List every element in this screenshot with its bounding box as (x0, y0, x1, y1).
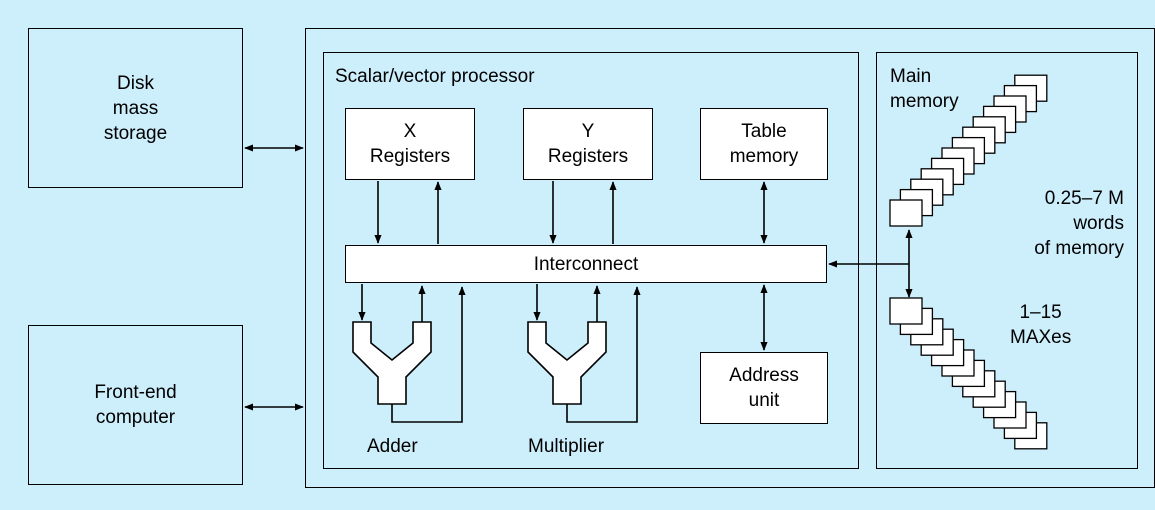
memory-stack-upper (889, 74, 1048, 227)
maxes-count-label: 1–15 MAXes (1010, 302, 1072, 348)
memory-stack-lower (889, 297, 1048, 450)
adder-alu-shape (352, 321, 432, 405)
memory-module (889, 297, 923, 325)
front-end-computer-label: Front-end computer (94, 382, 177, 428)
scalar-vector-processor-label: Scalar/vector processor (335, 66, 535, 87)
x-registers-box (345, 108, 475, 180)
multiplier-alu-shape (527, 321, 607, 405)
y-registers-label: Y Registers (547, 121, 629, 167)
memory-words-label: 0.25–7 M words of memory (1034, 188, 1124, 259)
interconnect-bar (345, 245, 827, 283)
x-registers-label: X Registers (369, 121, 451, 167)
multiplier-feedback-line (566, 286, 641, 423)
adder-feedback-line (391, 286, 466, 423)
scalar-vector-processor-box (323, 52, 859, 469)
multiplier-label: Multiplier (528, 436, 605, 457)
main-memory-label: Main memory (890, 66, 959, 112)
front-end-computer-box (28, 325, 243, 485)
address-unit-label: Address unit (729, 365, 799, 411)
table-memory-label: Table memory (729, 121, 799, 167)
memory-module (889, 199, 923, 227)
disk-mass-storage-label: Disk mass storage (103, 72, 168, 144)
main-memory-box (876, 52, 1138, 469)
table-memory-box (700, 108, 828, 180)
address-unit-box (700, 352, 828, 424)
disk-mass-storage-box (28, 28, 243, 188)
interconnect-label: Interconnect (533, 253, 639, 275)
y-registers-box (523, 108, 653, 180)
adder-label: Adder (367, 436, 418, 457)
